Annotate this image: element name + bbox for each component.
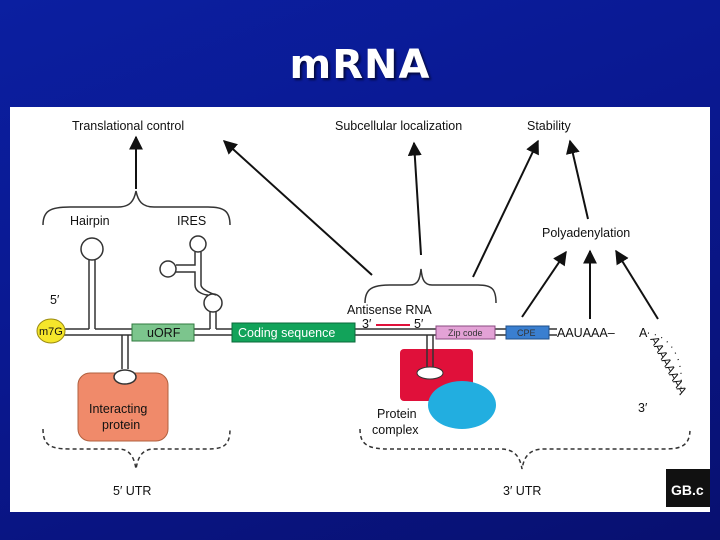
uorf-box [131, 323, 195, 342]
coding-sequence-box [231, 322, 356, 343]
zip-code-label: Zip code [448, 328, 483, 338]
five-prime-cap-label: 5′ [50, 293, 60, 307]
logo-text: GB.c [671, 482, 704, 498]
poly-a-label: AAAAAAAA [647, 334, 689, 397]
aauaaa-label: AAUAAA– [557, 326, 615, 340]
antisense-rna-label: Antisense RNA [347, 303, 432, 317]
mrna-diagram: Translational control Subcellular locali… [36, 119, 710, 507]
cpe-label: CPE [517, 328, 536, 338]
ires-label: IRES [177, 214, 206, 228]
cpe-box [505, 325, 550, 340]
slide-title: mRNA [289, 42, 431, 88]
utr3-brace [359, 428, 691, 470]
translational-brace [42, 190, 231, 226]
utr3-label: 3′ UTR [503, 484, 541, 498]
ires-loop-top [189, 235, 207, 253]
protein-complex-label-1: Protein [377, 407, 417, 421]
antisense-3prime: 3′ [362, 317, 372, 331]
hairpin-loop [80, 237, 104, 261]
ires-loop-bottom [203, 293, 223, 313]
localization-arrow [407, 141, 422, 256]
interacting-loop [113, 369, 137, 385]
polyadenylation-to-stability-arrow [566, 139, 589, 220]
coding-sequence-label: Coding sequence [238, 326, 335, 340]
m7g-cap [36, 318, 66, 344]
protein-complex-blue [428, 381, 496, 429]
zip-code-box [435, 325, 496, 340]
utr5-label: 5′ UTR [113, 484, 151, 498]
mrna-figure: Translational control Subcellular locali… [10, 107, 710, 512]
polyadenylation-label: Polyadenylation [542, 226, 630, 240]
antisense-5prime: 5′ [414, 317, 424, 331]
ires-neck [194, 284, 217, 296]
poly-a-start: A [639, 326, 648, 340]
cap-label: m7G [39, 326, 63, 338]
ires-stems [176, 252, 202, 285]
complex-loop [416, 366, 444, 380]
cpe-arrow [521, 250, 567, 318]
ires-loop-left [159, 260, 177, 278]
publisher-logo [666, 469, 710, 507]
antisense-to-stability-arrow [472, 139, 539, 278]
interacting-protein-label-1: Interacting [89, 402, 147, 416]
utr5-brace [42, 428, 231, 470]
polya-arrow [615, 249, 659, 320]
three-prime-tail-label: 3′ [638, 401, 648, 415]
hairpin-label: Hairpin [70, 214, 110, 228]
translational-control-label: Translational control [72, 119, 184, 133]
antisense-to-translation-arrow [222, 140, 373, 276]
interacting-protein-label-2: protein [102, 418, 140, 432]
stability-label: Stability [527, 119, 572, 133]
antisense-brace [364, 268, 497, 304]
subcellular-localization-label: Subcellular localization [335, 119, 462, 133]
protein-complex-label-2: complex [372, 423, 419, 437]
uorf-label: uORF [147, 326, 181, 340]
